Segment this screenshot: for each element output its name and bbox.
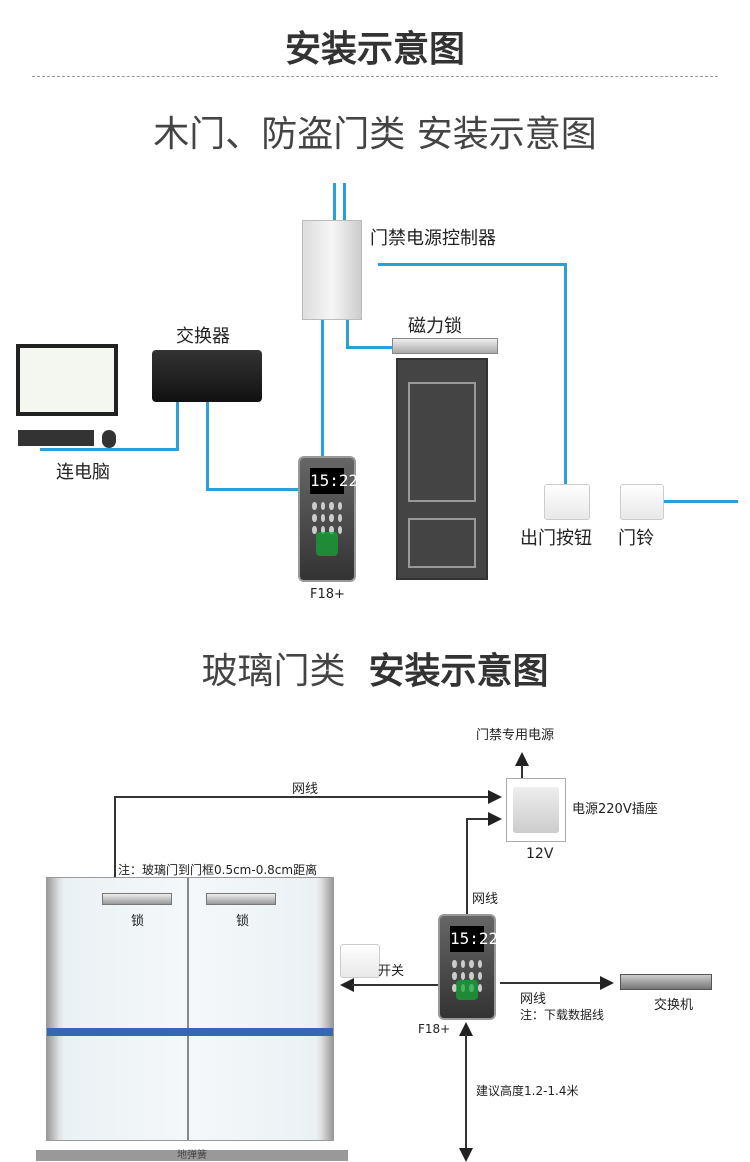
doorbell	[620, 484, 664, 520]
doorbell-label: 门铃	[618, 528, 654, 549]
f18-device-2: 15:22	[438, 914, 498, 1020]
power-dedicated-label: 门禁专用电源	[476, 728, 555, 743]
device-label: F18+	[310, 587, 345, 602]
section2-title-light: 玻璃门类	[201, 651, 346, 692]
switch-device	[152, 350, 262, 402]
switch-label: 交换器	[176, 326, 230, 347]
floor-spring-bar: 地弹簧	[36, 1150, 348, 1161]
power-supply	[506, 778, 566, 842]
device-label-2: F18+	[418, 1022, 451, 1036]
switch-button-label: 开关	[378, 964, 405, 979]
device-screen: 15:22	[310, 468, 358, 494]
lock-2-label: 锁	[236, 914, 250, 929]
pc-label: 连电脑	[56, 462, 110, 483]
maglock-label: 磁力锁	[408, 316, 462, 337]
section1-title: 木门、防盗门类 安装示意图	[153, 114, 597, 155]
computer-monitor	[16, 344, 118, 416]
network-label-vertical: 网线	[472, 892, 499, 907]
fingerprint-sensor	[316, 532, 338, 556]
dashed-divider	[32, 76, 718, 77]
fingerprint-sensor-2	[456, 980, 478, 1000]
computer-keyboard	[18, 430, 94, 446]
download-note: 注：下载数据线	[520, 1008, 605, 1022]
controller-label: 门禁电源控制器	[370, 228, 496, 249]
network-label-right: 网线	[520, 992, 547, 1007]
page-title: 安装示意图	[284, 29, 465, 70]
voltage-label: 12V	[526, 846, 554, 862]
network-switch-label: 交换机	[654, 998, 694, 1013]
computer-mouse	[102, 430, 116, 448]
f18-device: 15:22	[298, 456, 358, 582]
switch-button	[340, 944, 380, 978]
lock-1-label: 锁	[131, 914, 145, 929]
maglock	[392, 338, 498, 354]
power-socket-label: 电源220V插座	[572, 802, 658, 817]
door	[396, 358, 488, 580]
exit-button-label: 出门按钮	[520, 528, 592, 549]
device-screen-2: 15:22	[450, 926, 498, 952]
glass-door	[46, 877, 334, 1141]
floor-spring-label: 地弹簧	[177, 1150, 207, 1161]
controller-box	[302, 220, 362, 320]
section2-title-bold: 安装示意图	[368, 651, 549, 692]
height-note: 建议高度1.2-1.4米	[476, 1084, 579, 1098]
section2-title: 玻璃门类 安装示意图	[0, 642, 750, 694]
network-switch	[620, 974, 712, 990]
exit-button	[544, 484, 590, 520]
network-label-top: 网线	[292, 782, 319, 797]
lock-2	[206, 893, 276, 905]
gap-note: 注：玻璃门到门框0.5cm-0.8cm距离	[118, 863, 318, 877]
lock-1	[102, 893, 172, 905]
